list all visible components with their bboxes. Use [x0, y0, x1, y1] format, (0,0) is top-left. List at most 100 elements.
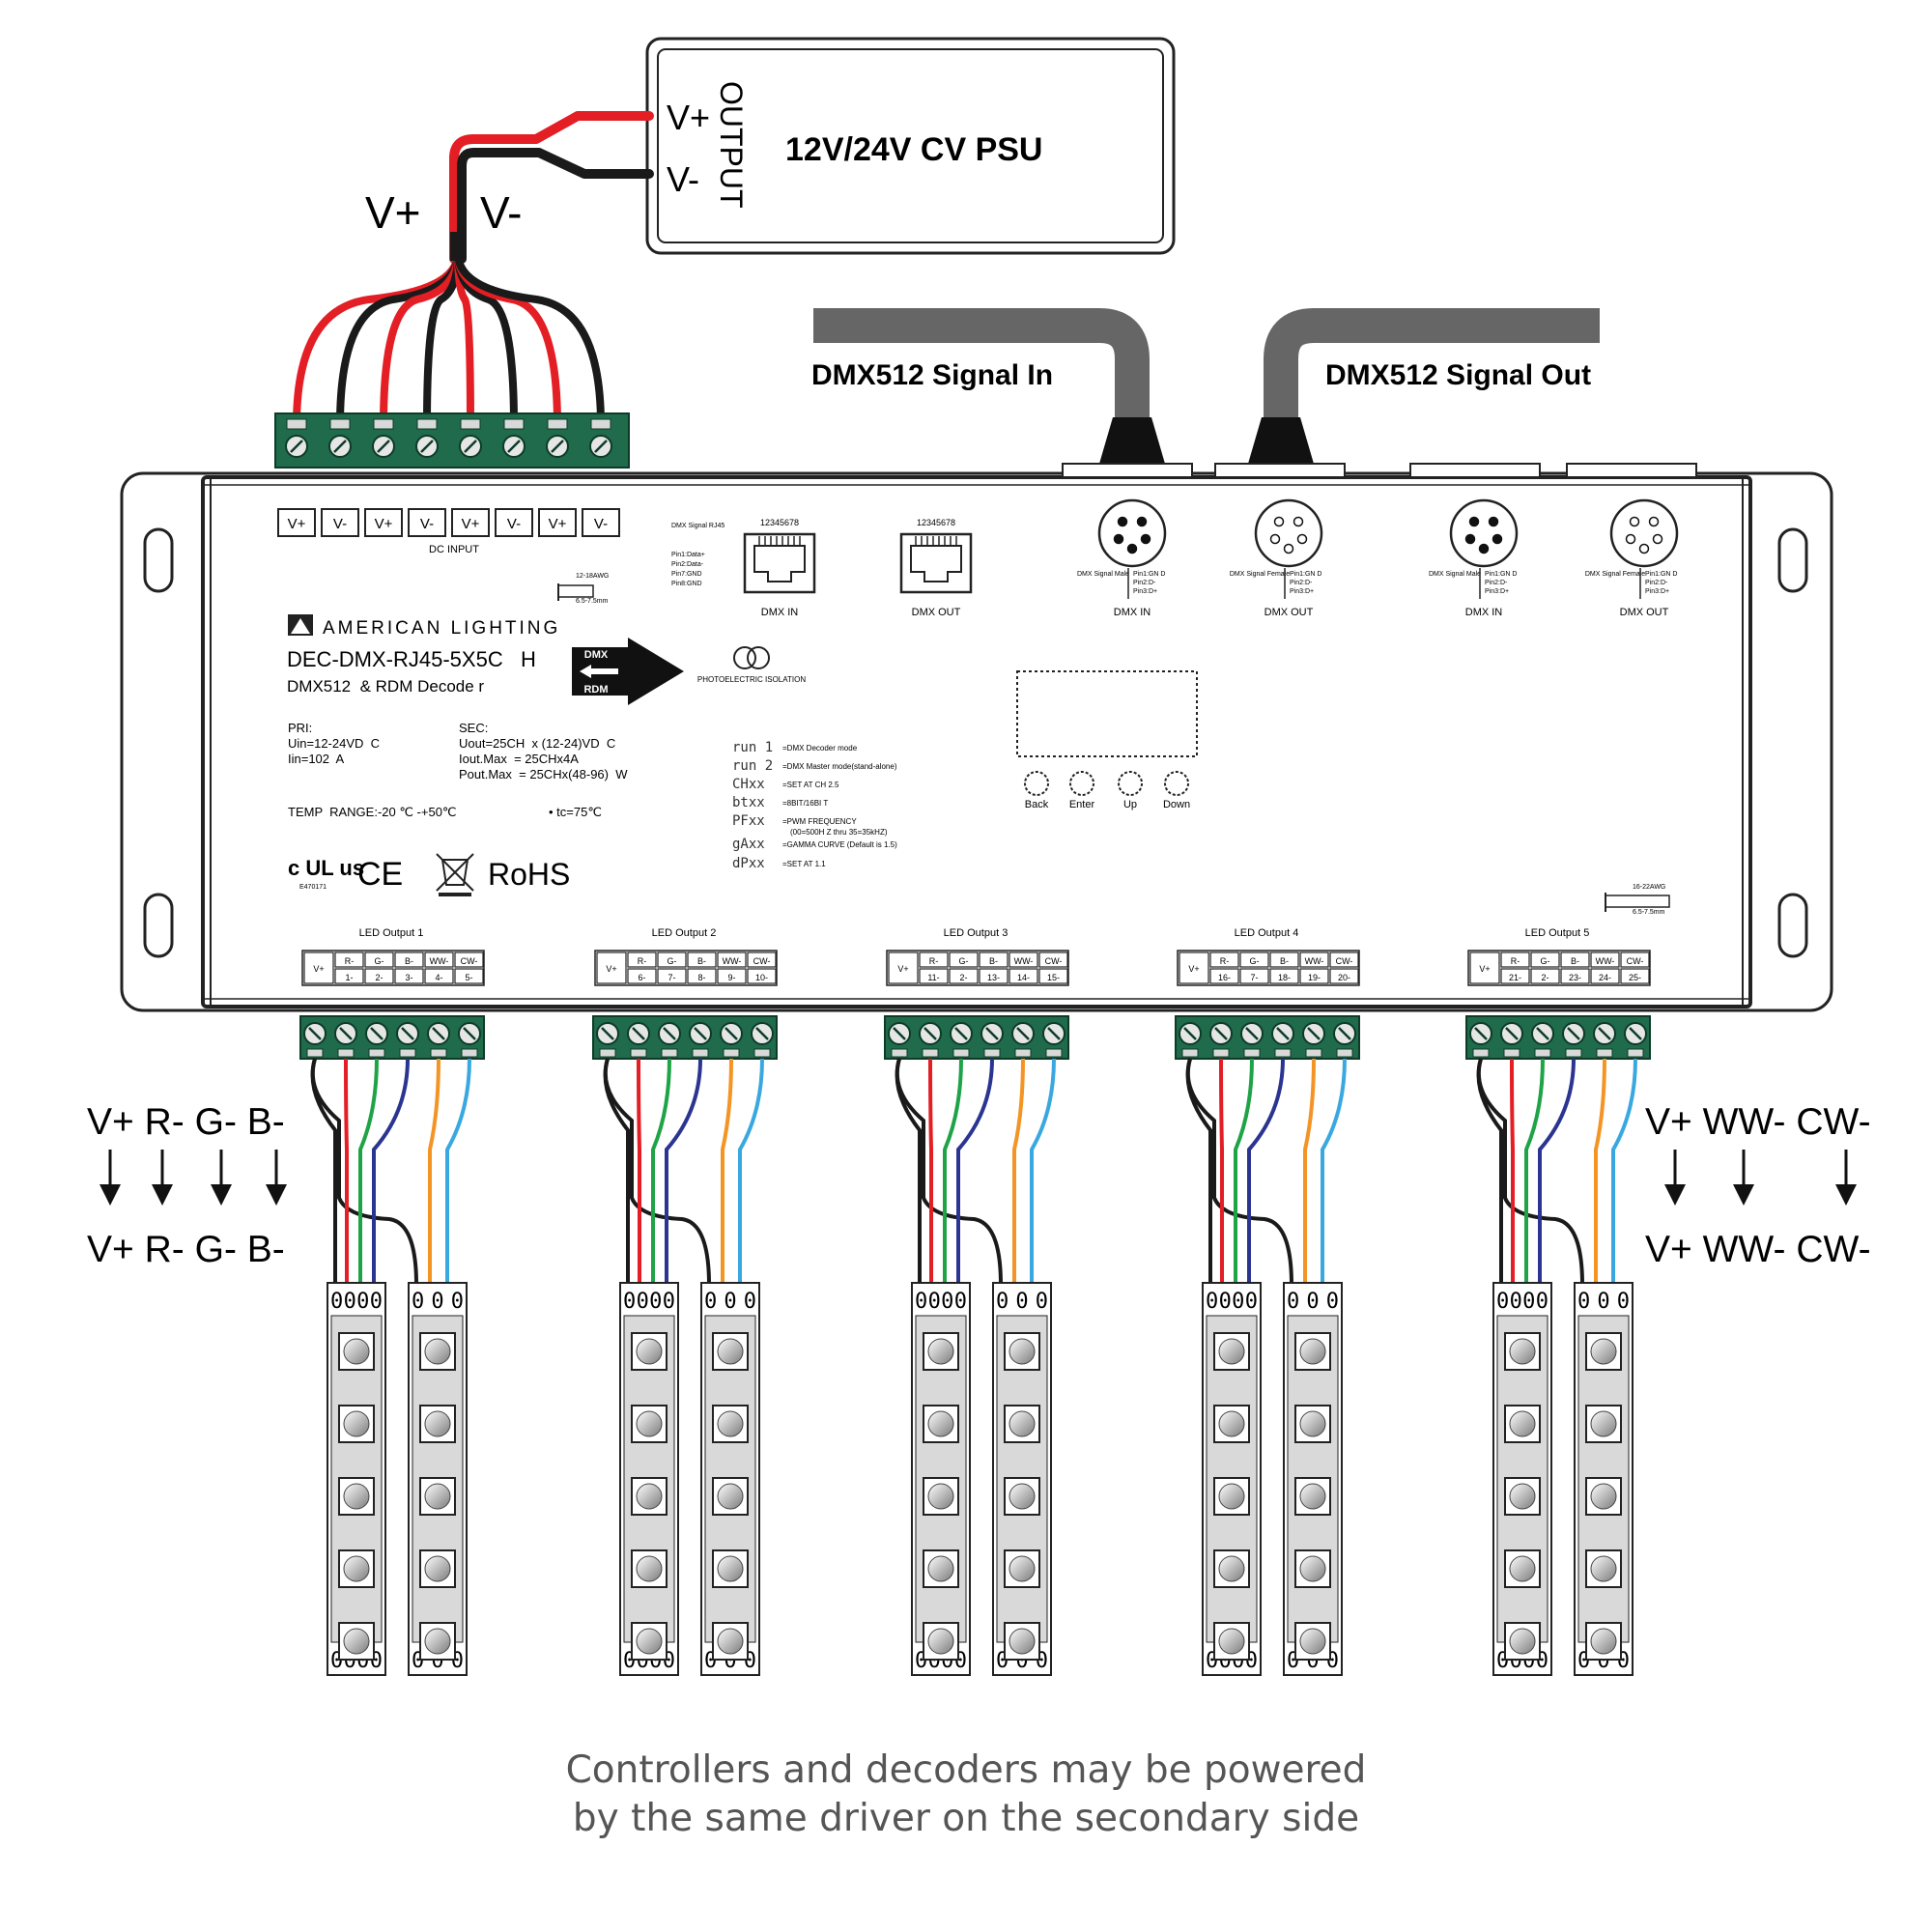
- led-channel-number: 25-: [1629, 973, 1641, 982]
- xlr-pin-4: [1296, 533, 1308, 545]
- led-channel-label: G-: [668, 956, 677, 966]
- led-chip-lens: [1009, 1555, 1036, 1582]
- wire-channel-2: [358, 1058, 379, 1285]
- dc-face-box-7: [538, 508, 577, 537]
- led-channel-box: [657, 952, 687, 968]
- led-outputs: LED Output 1V+R-1-G-2-B-3-WW-4-CW-5-0000…: [299, 927, 1651, 1676]
- xlr-pin-label: Pin1:GN D: [1645, 571, 1677, 578]
- led-channel-box: [1299, 952, 1329, 968]
- rj45-in-numbers: 12345678: [760, 518, 799, 527]
- led-chip-lens: [1590, 1483, 1617, 1510]
- led-channel-num-box: [687, 968, 717, 984]
- wire-strip-gauge-top: 12-18AWG 6.5-7.5mm: [557, 573, 609, 605]
- led-channel-num-box: [949, 968, 979, 984]
- strip-pins-top: 000: [704, 1290, 756, 1314]
- led-channel-label: CW-: [1627, 956, 1644, 966]
- wire-channel-5: [1321, 1058, 1347, 1285]
- led-terminal-body: [1175, 1015, 1360, 1060]
- dmx-in-cable: [813, 308, 1150, 425]
- pri-iin: Iin=102 A: [288, 752, 345, 766]
- led-channel-label: R-: [638, 956, 647, 966]
- led-terminal-slot: [893, 1027, 906, 1040]
- led-chip-lens: [1009, 1338, 1036, 1365]
- dc-input-terminal-labels: V+V-V+V-V+V-V+V-: [277, 508, 620, 537]
- caption: Controllers and decoders may be powered …: [0, 1747, 1932, 1843]
- dc-face-label-8: V-: [594, 516, 608, 532]
- xlr-type: DMX Signal Female: [1585, 571, 1645, 578]
- brand-name: AMERICAN LIGHTING: [323, 618, 560, 639]
- red-wire-psu: [449, 111, 654, 264]
- led-channel-number: 2-: [959, 973, 967, 982]
- dc-terminal-latch-6: [503, 418, 525, 430]
- xlr-pin-1: [1468, 516, 1480, 527]
- legend-left-arrows: [99, 1150, 287, 1206]
- led-channel-box: [747, 952, 777, 968]
- led-chip-lens: [343, 1338, 370, 1365]
- led-chip-lens: [636, 1338, 663, 1365]
- xlr-pin-4: [1652, 533, 1663, 545]
- led-chip-lens: [1299, 1410, 1326, 1437]
- button-enter-icon: [1069, 771, 1094, 796]
- legend-left-bottom: V+ R- G- B-: [87, 1229, 285, 1270]
- led-output-label: LED Output 5: [1525, 927, 1590, 939]
- legend-right-arrows: [1664, 1150, 1857, 1206]
- wire-vplus-rgb: [603, 1058, 630, 1285]
- led-chip-lens: [636, 1555, 663, 1582]
- led-channel-label: B-: [1280, 956, 1289, 966]
- led-terminal-latch: [1212, 1048, 1230, 1058]
- xlr-port-label: DMX OUT: [1264, 607, 1314, 618]
- led-chip-lens: [424, 1628, 451, 1655]
- led-output-4: LED Output 4V+R-16-G-7-B-18-WW-19-CW-20-…: [1175, 927, 1360, 1676]
- led-chip-lens: [1299, 1555, 1326, 1582]
- led-terminal-latch: [630, 1048, 647, 1058]
- power-wires: [449, 111, 654, 264]
- wire-channel-1: [928, 1058, 933, 1285]
- led-channel-label: CW-: [1336, 956, 1353, 966]
- fan-wire-8: [454, 249, 605, 429]
- led-channel-label: B-: [1571, 956, 1579, 966]
- dc-terminal-body: [274, 412, 630, 469]
- led-chip-lens: [1009, 1483, 1036, 1510]
- xlr-type: DMX Signal Female: [1230, 571, 1290, 578]
- led-channel-num-box: [1239, 968, 1269, 984]
- menu-code: dPxx: [732, 856, 765, 871]
- dc-terminal-slot-3: [377, 440, 390, 453]
- led-channel-number: 7-: [1250, 973, 1258, 982]
- led-channel-label: R-: [929, 956, 939, 966]
- dc-face-box-4: [408, 508, 446, 537]
- led-output-vplus-box: [888, 952, 919, 984]
- button-down-label: Down: [1163, 799, 1190, 810]
- led-output-5: LED Output 5V+R-21-G-2-B-23-WW-24-CW-25-…: [1465, 927, 1651, 1676]
- wire-vplus: [1185, 1058, 1293, 1286]
- wire-legend-left: V+ R- G- B- V+ R- G- B-: [87, 1101, 287, 1270]
- led-channel-label: CW-: [1045, 956, 1063, 966]
- legend-left-arrow-2-head: [152, 1184, 173, 1206]
- led-output-label: LED Output 2: [652, 927, 717, 939]
- wire-vplus: [310, 1058, 418, 1286]
- legend-left-top: V+ R- G- B-: [87, 1101, 285, 1143]
- led-channel-label: B-: [405, 956, 413, 966]
- menu-code: run 1: [732, 740, 773, 755]
- psu-inner-frame: [657, 48, 1164, 243]
- led-channel-label: CW-: [461, 956, 478, 966]
- led-channel-label: CW-: [753, 956, 771, 966]
- legend-right-arrow-3-head: [1835, 1184, 1857, 1206]
- led-channel-box: [687, 952, 717, 968]
- caption-line-2: by the same driver on the secondary side: [572, 1797, 1360, 1840]
- led-terminal-body: [884, 1015, 1069, 1060]
- led-terminal-slot: [1245, 1027, 1259, 1040]
- dc-face-label-1: V+: [288, 516, 306, 532]
- led-channel-box: [1500, 952, 1530, 968]
- menu-desc: =GAMMA CURVE (Default is 1.5): [782, 840, 897, 849]
- dc-face-label-6: V-: [507, 516, 521, 532]
- wire-channel-5: [738, 1058, 764, 1285]
- dmx-badge-text: DMX: [584, 649, 609, 661]
- led-terminal-slot: [632, 1027, 645, 1040]
- dc-face-label-3: V+: [375, 516, 393, 532]
- wire-channel-3: [372, 1058, 410, 1285]
- decoder-housing: [120, 463, 1833, 1012]
- led-chip-lens: [424, 1338, 451, 1365]
